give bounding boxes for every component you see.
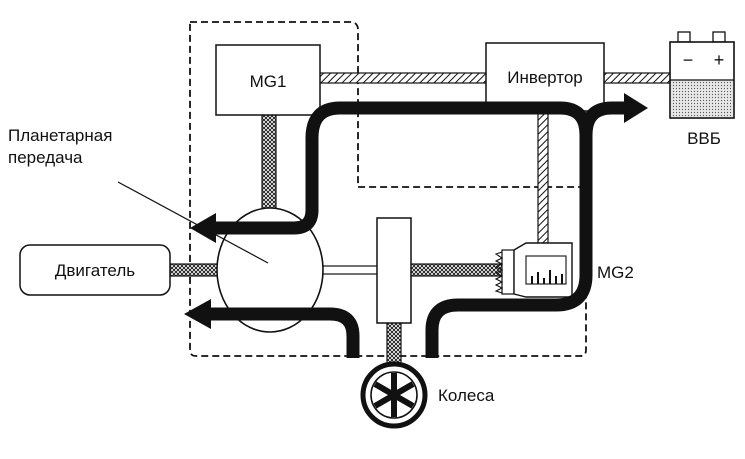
mg1-shaft: [261, 114, 277, 211]
flow-arrow-lower-left-head: [184, 299, 211, 329]
flow-arrow-upper-left: [215, 101, 593, 235]
planetary-gear: [216, 207, 324, 333]
wheel-icon: [360, 361, 428, 429]
inverter-battery-link: [603, 72, 673, 84]
battery-plus-terminal: +: [714, 50, 725, 70]
flow-arrow-lower-left: [210, 307, 360, 358]
output-shaft: [321, 265, 379, 275]
mg2-label: MG2: [597, 263, 634, 282]
flow-arrow-to-battery: [425, 101, 625, 358]
battery-icon: [669, 31, 735, 119]
engine-shaft: [169, 263, 219, 277]
mg1-inverter-link: [318, 72, 488, 84]
inverter-label: Инвертор: [507, 68, 583, 87]
flow-arrow-to-battery-head: [624, 93, 648, 123]
planetary-label-line1: Планетарная: [8, 126, 112, 145]
engine-label: Двигатель: [55, 261, 135, 280]
wheel-shaft: [386, 321, 402, 367]
battery-label: ВВБ: [687, 129, 721, 148]
planetary-leader-line: [117, 181, 269, 264]
wheels-label: Колеса: [438, 386, 495, 405]
motor-icon: [494, 242, 573, 298]
planetary-label: Планетарная передача: [8, 126, 117, 167]
battery-minus-terminal: −: [683, 50, 694, 70]
flow-arrow-upper-left-head: [190, 213, 216, 243]
mg1-box: [215, 44, 321, 116]
inverter-box: [485, 42, 605, 112]
inverter-mg2-link: [537, 109, 549, 251]
mg1-label: MG1: [250, 72, 287, 91]
mg2-shaft: [409, 263, 503, 277]
power-flow-arrows: [184, 93, 648, 358]
reduction-gear: [376, 217, 412, 324]
planetary-label-line2: передача: [8, 148, 83, 167]
engine-box: [19, 244, 171, 296]
